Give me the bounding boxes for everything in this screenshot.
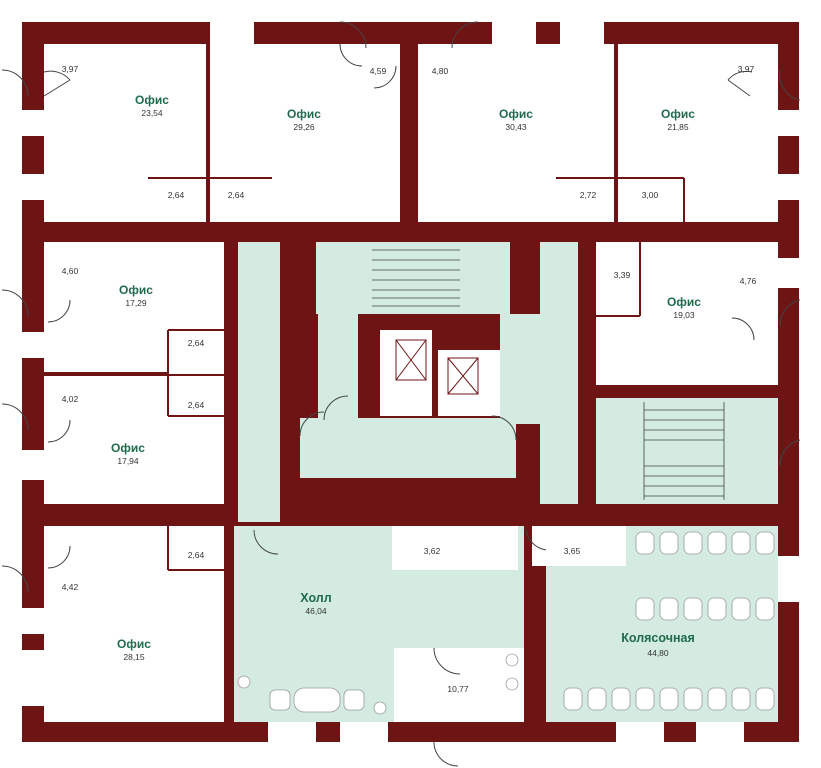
area-label: 2,64 xyxy=(188,338,205,348)
area-label: 2,64 xyxy=(168,190,185,200)
stairwell-2 xyxy=(596,398,778,504)
office-4-name: Офис xyxy=(661,107,695,121)
lobby-left xyxy=(318,314,358,424)
area-label: 4,42 xyxy=(62,582,79,592)
room-office-8 xyxy=(44,526,224,722)
door-swings xyxy=(1,21,801,767)
office-1-name: Офис xyxy=(135,93,169,107)
office-5-name: Офис xyxy=(119,283,153,297)
corridor-right xyxy=(540,242,578,504)
office-1-area: 23,54 xyxy=(141,108,163,118)
area-label: 2,64 xyxy=(188,400,205,410)
area-label: 3,97 xyxy=(62,64,79,74)
area-label: 3,00 xyxy=(642,190,659,200)
area-label: 4,59 xyxy=(370,66,387,76)
office-6-name: Офис xyxy=(111,441,145,455)
wc-264-a xyxy=(148,178,204,222)
area-label: 3,62 xyxy=(424,546,441,556)
area-label: 3,97 xyxy=(738,64,755,74)
wc-264-d xyxy=(168,376,224,416)
office-4-area: 21,85 xyxy=(667,122,689,132)
office-2-area: 29,26 xyxy=(293,122,315,132)
office-3-area: 30,43 xyxy=(505,122,527,132)
room-storage-365 xyxy=(532,526,626,566)
office-8-name: Офис xyxy=(117,637,151,651)
elevator-cab-2 xyxy=(447,357,479,395)
area-label: 4,80 xyxy=(432,66,449,76)
office-7-area: 19,03 xyxy=(673,310,695,320)
area-label: 2,72 xyxy=(580,190,597,200)
stair-landing xyxy=(316,242,510,314)
wc-272 xyxy=(556,178,614,222)
office-7-name: Офис xyxy=(667,295,701,309)
room-1077 xyxy=(394,648,524,722)
office-5-area: 17,29 xyxy=(125,298,147,308)
area-label: 4,76 xyxy=(740,276,757,286)
hall-furniture xyxy=(237,653,519,715)
windows xyxy=(22,22,800,744)
hall-area: 46,04 xyxy=(305,606,327,616)
area-label: 3,39 xyxy=(614,270,631,280)
strollers xyxy=(563,531,775,711)
wc-300 xyxy=(618,178,684,222)
room-office-7 xyxy=(596,242,778,385)
office-2-name: Офис xyxy=(287,107,321,121)
area-label: 4,02 xyxy=(62,394,79,404)
room-storage-362 xyxy=(392,526,518,570)
lobby-right xyxy=(500,314,540,424)
office-6-area: 17,94 xyxy=(117,456,139,466)
area-label: 3,65 xyxy=(564,546,581,556)
office-3-name: Офис xyxy=(499,107,533,121)
area-label: 4,60 xyxy=(62,266,79,276)
stroller-room-area: 44,80 xyxy=(647,648,669,658)
stroller-room-name: Колясочная xyxy=(621,631,695,645)
elevator-lobby xyxy=(300,418,516,478)
hall-name: Холл xyxy=(300,591,331,605)
office-8-area: 28,15 xyxy=(123,652,145,662)
area-label: 10,77 xyxy=(447,684,469,694)
area-label: 2,64 xyxy=(188,550,205,560)
area-label: 2,64 xyxy=(228,190,245,200)
corridor-left xyxy=(238,242,280,522)
staircase-1 xyxy=(372,249,460,307)
wc-264-c xyxy=(168,330,224,374)
elevator-cab-1 xyxy=(395,339,427,381)
wc-264-b xyxy=(210,178,272,222)
staircase-2 xyxy=(643,402,725,500)
